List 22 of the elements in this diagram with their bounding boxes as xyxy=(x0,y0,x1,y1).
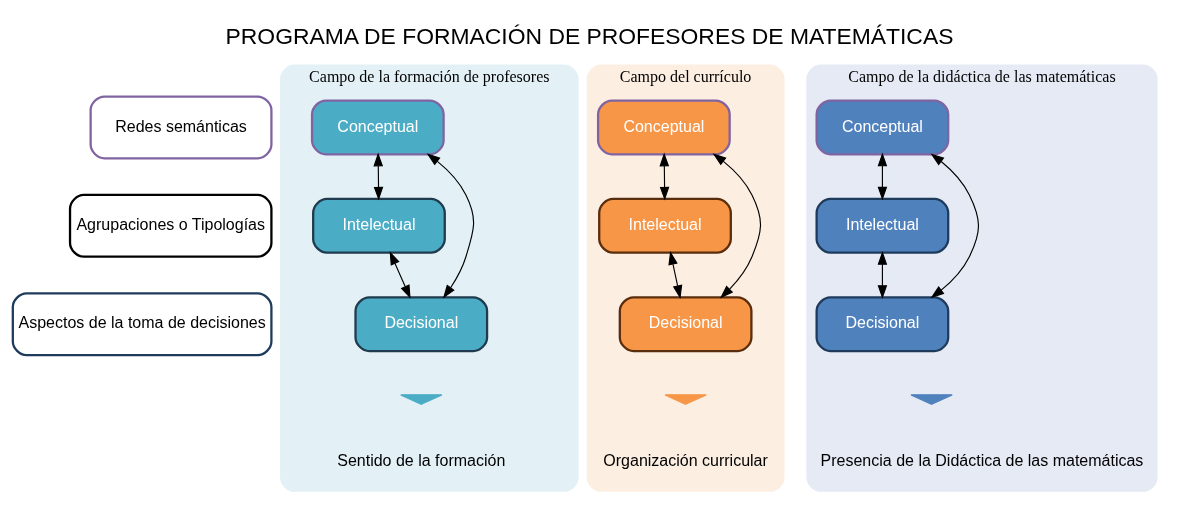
node-box: Decisional xyxy=(618,295,753,352)
node-box: Intelectual xyxy=(815,197,950,254)
node-box: Redes semánticas xyxy=(89,94,273,159)
node-box: Aspectos de la toma de decisiones xyxy=(11,291,273,356)
arrow xyxy=(668,250,683,299)
arrow xyxy=(877,250,888,299)
arrow xyxy=(930,152,980,298)
diagram-title: PROGRAMA DE FORMACIÓN DE PROFESORES DE MATEMÁTICAS xyxy=(225,22,954,49)
node-box: Decisional xyxy=(354,295,489,352)
arrow xyxy=(659,152,670,201)
node-box: Conceptual xyxy=(596,98,731,155)
node-box: Intelectual xyxy=(598,197,732,254)
arrow xyxy=(426,152,475,299)
node-box: Conceptual xyxy=(310,98,445,155)
arrow xyxy=(712,152,762,298)
arrow xyxy=(373,152,384,201)
node-box: Agrupaciones o Tipologías xyxy=(68,193,273,258)
node-box: Decisional xyxy=(815,295,950,352)
node-box: Intelectual xyxy=(312,197,446,254)
arrow xyxy=(877,152,888,201)
node-box: Conceptual xyxy=(815,98,950,155)
arrow xyxy=(389,250,411,299)
